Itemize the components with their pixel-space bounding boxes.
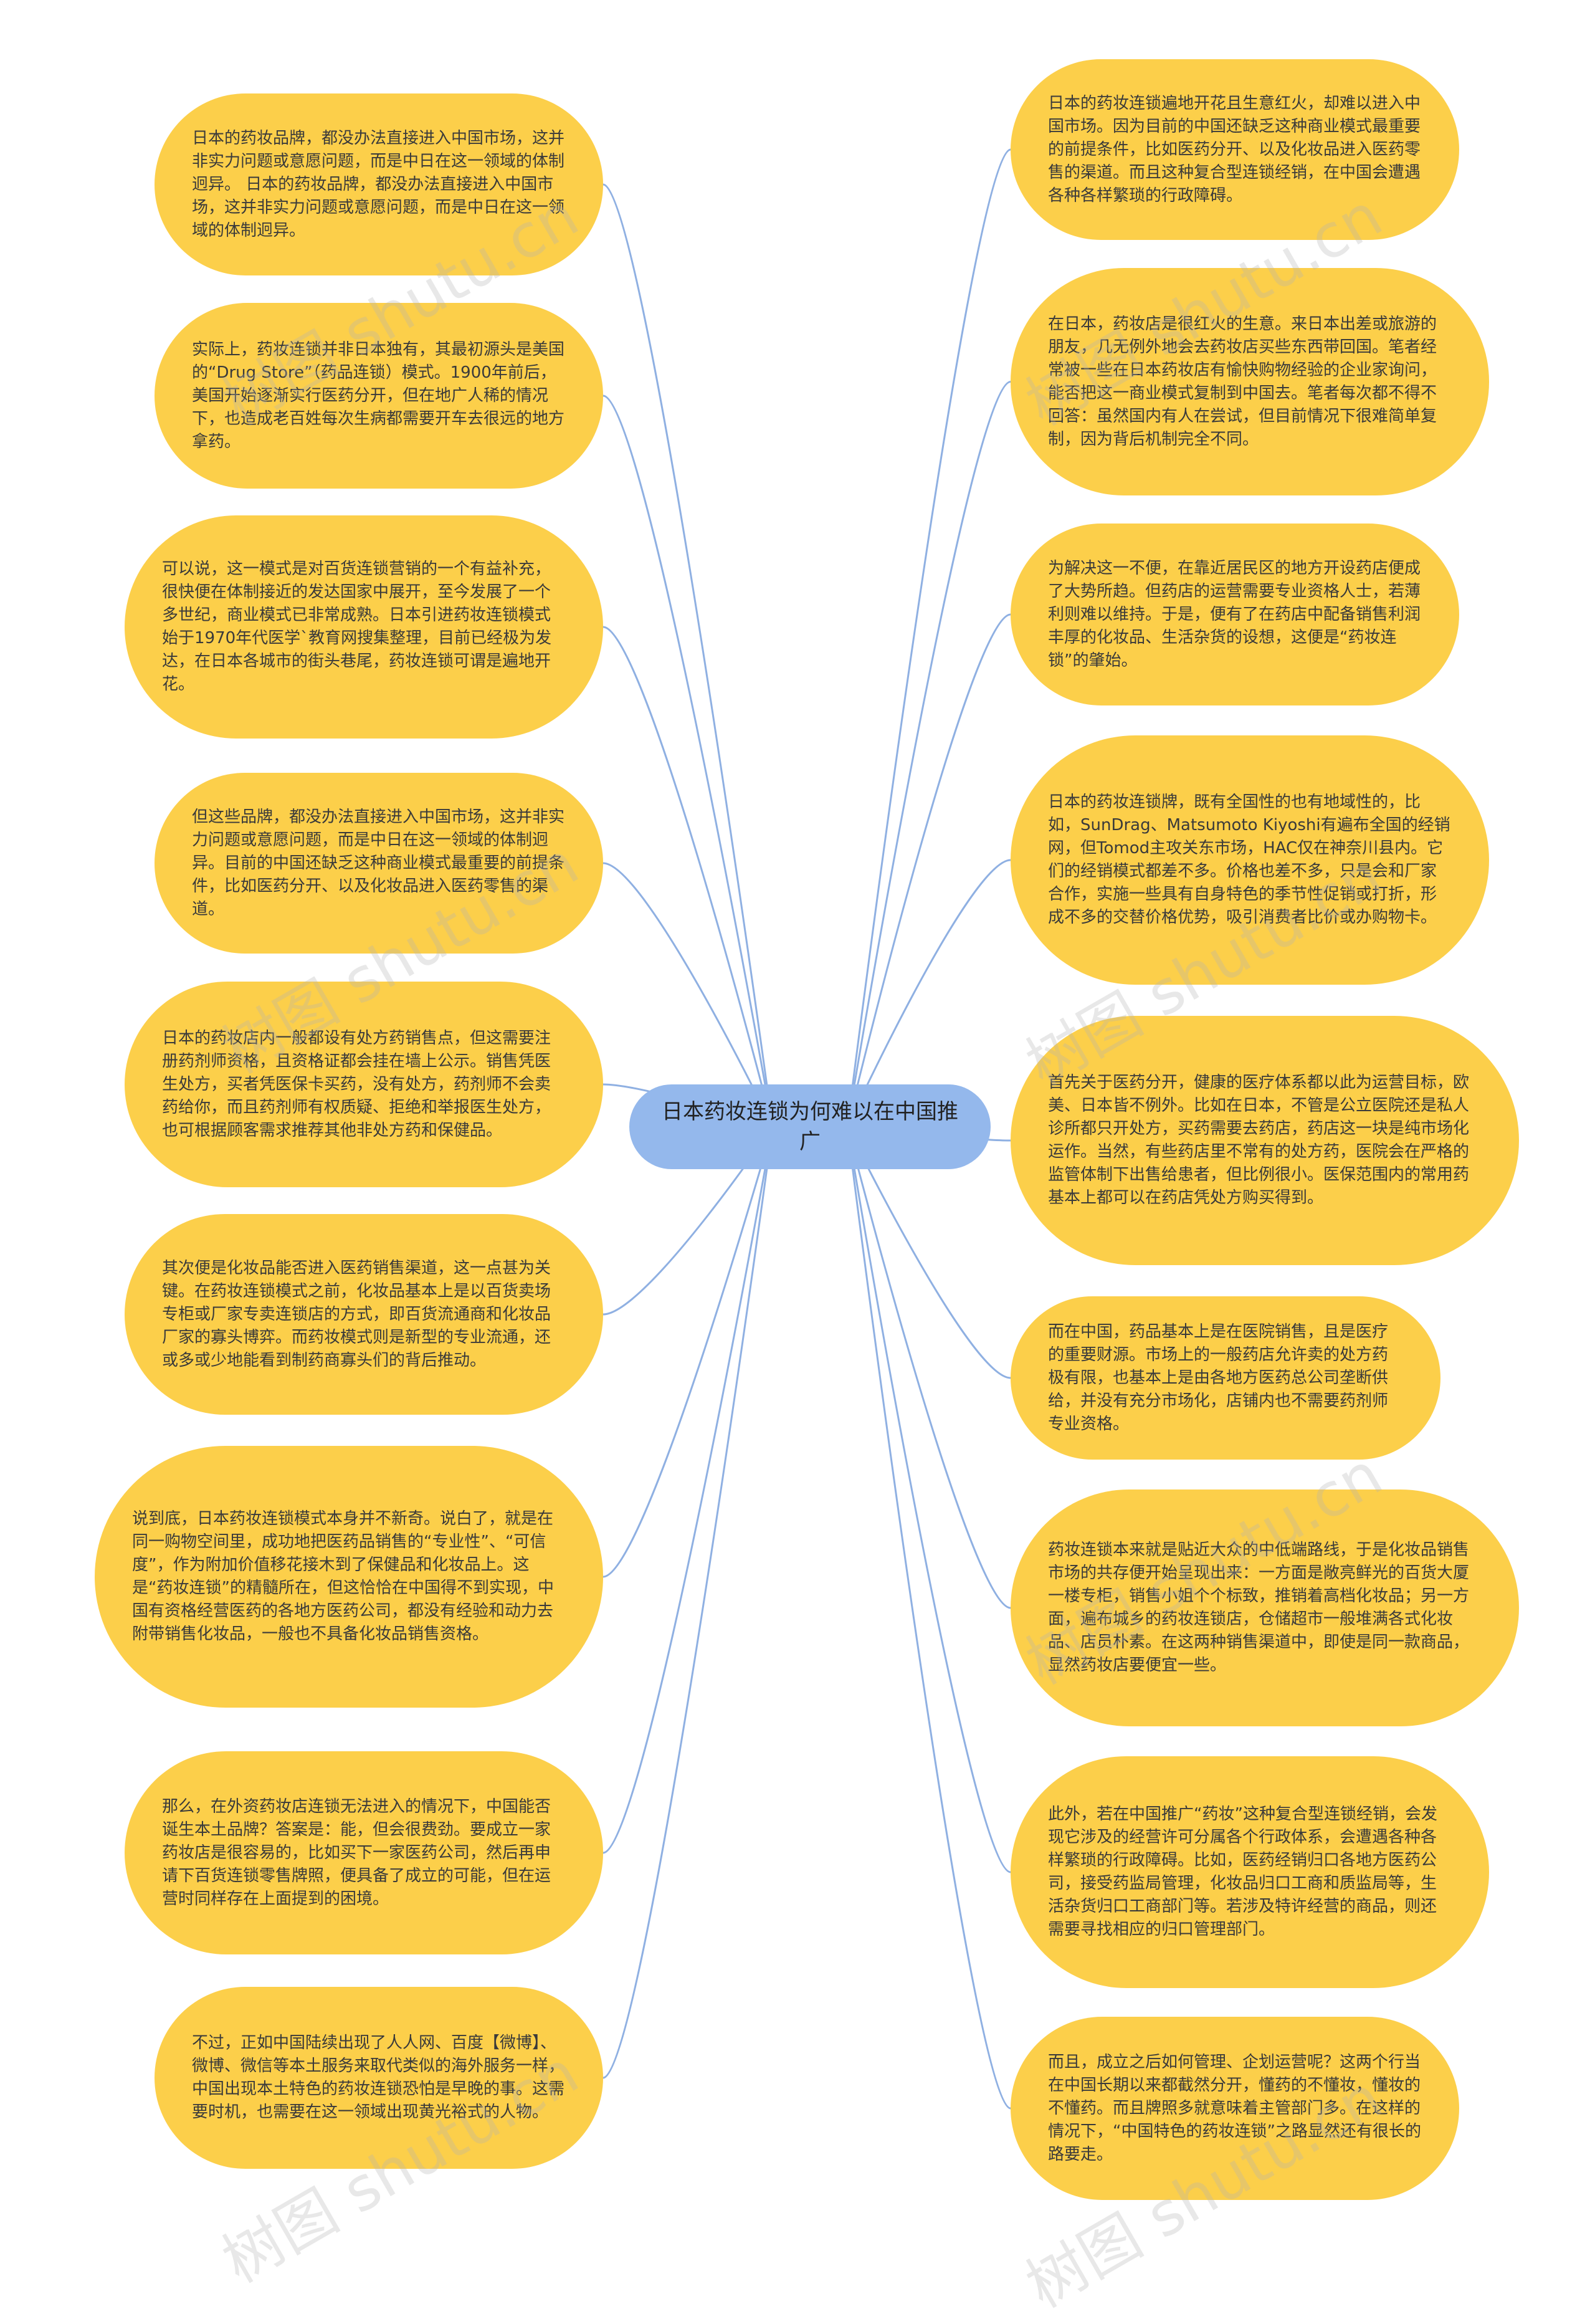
right-node[interactable]: 此外，若在中国推广“药妆”这种复合型连锁经销，会发现它涉及的经营许可分属各个行政… [1011,1756,1489,1988]
right-node[interactable]: 日本的药妆连锁牌，既有全国性的也有地域性的，比如，SunDrag、Matsumo… [1011,735,1489,985]
node-text: 日本的药妆连锁遍地开花且生意红火，却难以进入中国市场。因为目前的中国还缺乏这种商… [1048,93,1421,205]
connector-line [602,626,774,1127]
connector-line [602,183,774,1127]
connector-line [602,395,774,1127]
left-node[interactable]: 日本的药妆品牌，都没办法直接进入中国市场，这并非实力问题或意愿问题，而是中日在这… [155,93,603,275]
right-node[interactable]: 药妆连锁本来就是贴近大众的中低端路线，于是化妆品销售市场的共存便开始呈现出来：一… [1011,1490,1519,1726]
connector-line [602,1126,774,1578]
node-text: 而且，成立之后如何管理、企划运营呢？这两个行当在中国长期以来都截然分开，懂药的不… [1048,2052,1421,2164]
connector-line [846,1126,1011,1609]
right-node[interactable]: 而在中国，药品基本上是在医院销售，且是医疗的重要财源。市场上的一般药店允许卖的处… [1011,1296,1440,1460]
root-topic[interactable]: 日本药妆连锁为何难以在中国推广 [629,1084,991,1169]
left-node[interactable]: 其次便是化妆品能否进入医药销售渠道，这一点甚为关键。在药妆连锁模式之前，化妆品基… [125,1214,603,1415]
right-node[interactable]: 而且，成立之后如何管理、企划运营呢？这两个行当在中国长期以来都截然分开，懂药的不… [1011,2017,1459,2200]
connector-line [602,1126,774,1854]
node-text: 日本的药妆连锁牌，既有全国性的也有地域性的，比如，SunDrag、Matsumo… [1048,793,1450,927]
left-node[interactable]: 不过，正如中国陆续出现了人人网、百度【微博】、微博、微信等本土服务来取代类似的海… [155,1987,603,2169]
connector-line [602,1126,774,2079]
node-text: 此外，若在中国推广“药妆”这种复合型连锁经销，会发现它涉及的经营许可分属各个行政… [1048,1805,1437,1939]
right-node[interactable]: 日本的药妆连锁遍地开花且生意红火，却难以进入中国市场。因为目前的中国还缺乏这种商… [1011,59,1459,240]
right-node[interactable]: 首先关于医药分开，健康的医疗体系都以此为运营目标，欧美、日本皆不例外。比如在日本… [1011,1016,1519,1265]
mind-map-canvas: 日本的药妆品牌，都没办法直接进入中国市场，这并非实力问题或意愿问题，而是中日在这… [95,59,1519,2322]
node-text: 在日本，药妆店是很红火的生意。来日本出差或旅游的朋友，几无例外地会去药妆店买些东… [1048,314,1437,449]
node-text: 但这些品牌，都没办法直接进入中国市场，这并非实力问题或意愿问题，而是中日在这一领… [192,807,565,919]
node-text: 那么，在外资药妆店连锁无法进入的情况下，中国能否诞生本土品牌？答案是：能，但会很… [162,1797,551,1908]
left-node[interactable]: 实际上，药妆连锁并非日本独有，其最初源头是美国的“Drug Store”（药品连… [155,303,603,489]
left-node[interactable]: 但这些品牌，都没办法直接进入中国市场，这并非实力问题或意愿问题，而是中日在这一领… [155,773,603,954]
node-text: 不过，正如中国陆续出现了人人网、百度【微博】、微博、微信等本土服务来取代类似的海… [192,2034,565,2121]
root-topic-text: 日本药妆连锁为何难以在中国推广 [662,1099,958,1154]
node-text: 说到底，日本药妆连锁模式本身并不新奇。说白了，就是在同一购物空间里，成功地把医药… [132,1509,554,1643]
connector-line [846,613,1011,1127]
node-text: 为解决这一不便，在靠近居民区的地方开设药店便成了大势所趋。但药店的运营需要专业资… [1048,558,1421,670]
node-text: 日本的药妆品牌，都没办法直接进入中国市场，这并非实力问题或意愿问题，而是中日在这… [192,128,565,240]
left-node[interactable]: 说到底，日本药妆连锁模式本身并不新奇。说白了，就是在同一购物空间里，成功地把医药… [95,1446,603,1708]
node-text: 日本的药妆店内一般都设有处方药销售点，但这需要注册药剂师资格，且资格证都会挂在墙… [162,1028,551,1140]
left-node[interactable]: 那么，在外资药妆店连锁无法进入的情况下，中国能否诞生本土品牌？答案是：能，但会很… [125,1751,603,1954]
connector-line [846,381,1011,1127]
node-text: 首先关于医药分开，健康的医疗体系都以此为运营目标，欧美、日本皆不例外。比如在日本… [1048,1073,1470,1207]
connector-line [846,148,1011,1127]
node-text: 其次便是化妆品能否进入医药销售渠道，这一点甚为关键。在药妆连锁模式之前，化妆品基… [162,1258,551,1370]
node-text: 可以说，这一模式是对百货连锁营销的一个有益补充，很快便在体制接近的发达国家中展开… [162,560,552,694]
left-node[interactable]: 可以说，这一模式是对百货连锁营销的一个有益补充，很快便在体制接近的发达国家中展开… [125,515,603,739]
connector-line [846,1126,1011,2110]
node-text: 药妆连锁本来就是贴近大众的中低端路线，于是化妆品销售市场的共存便开始呈现出来：一… [1048,1541,1470,1675]
connector-line [846,1126,1011,1873]
left-node[interactable]: 日本的药妆店内一般都设有处方药销售点，但这需要注册药剂师资格，且资格证都会挂在墙… [125,982,603,1187]
right-node[interactable]: 在日本，药妆店是很红火的生意。来日本出差或旅游的朋友，几无例外地会去药妆店买些东… [1011,268,1489,495]
node-text: 实际上，药妆连锁并非日本独有，其最初源头是美国的“Drug Store”（药品连… [192,340,565,451]
node-text: 而在中国，药品基本上是在医院销售，且是医疗的重要财源。市场上的一般药店允许卖的处… [1048,1322,1389,1433]
right-node[interactable]: 为解决这一不便，在靠近居民区的地方开设药店便成了大势所趋。但药店的运营需要专业资… [1011,524,1459,705]
